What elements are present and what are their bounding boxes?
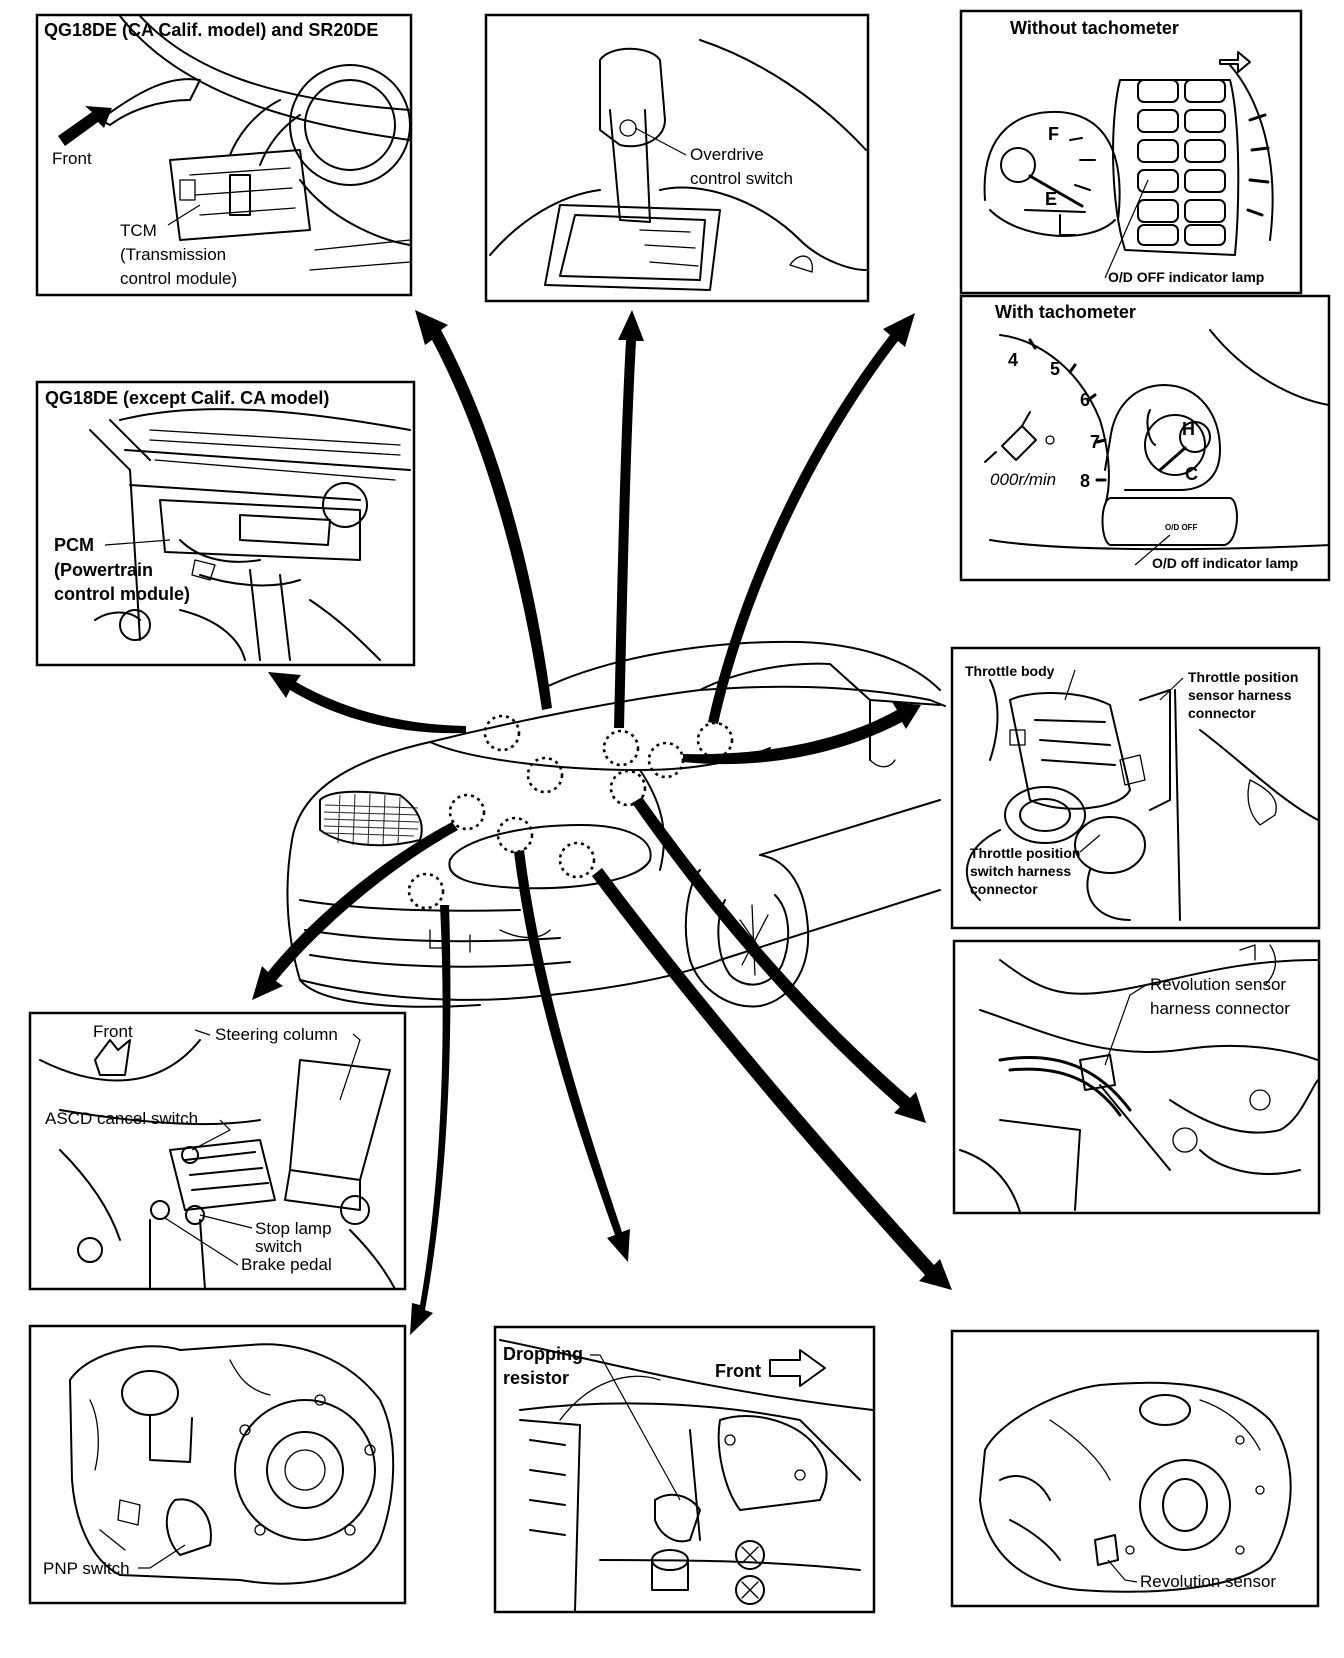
tps-connector-label: Throttle position (1188, 669, 1298, 685)
pcm-panel-title: QG18DE (except Calif. CA model) (45, 388, 329, 408)
dropping-resistor-label: Dropping (503, 1344, 583, 1364)
panel-resistor: Dropping resistor Front (493, 1325, 876, 1614)
tacho-tick-4: 4 (1008, 350, 1018, 370)
temp-c-mark: C (1185, 464, 1198, 484)
rev-connector-label: Revolution sensor (1150, 975, 1286, 994)
od-off-lamp-label-tacho: O/D off indicator lamp (1152, 555, 1298, 571)
dropping-resistor-label-2: resistor (503, 1368, 569, 1388)
pcm-label: PCM (54, 535, 94, 555)
od-off-lamp-label: O/D OFF indicator lamp (1108, 269, 1264, 285)
tpsw-connector-label-3: connector (970, 881, 1038, 897)
meter-no-tacho-title: Without tachometer (1010, 18, 1179, 38)
panel-rev-sensor: Revolution sensor (950, 1329, 1320, 1608)
pcm-label-3: control module) (54, 584, 190, 604)
resistor-front-label: Front (715, 1361, 761, 1381)
tcm-label-2: (Transmission (120, 245, 226, 264)
od-switch-label-2: control switch (690, 169, 793, 188)
panel-meter-tacho: With tachometer 4 5 6 7 8 000r/min H C O… (959, 294, 1331, 582)
panel-tcm: QG18DE (CA Calif. model) and SR20DE Fron… (35, 13, 413, 297)
tacho-unit-label: 000r/min (990, 470, 1056, 489)
panel-throttle: Throttle body Throttle position sensor h… (950, 646, 1321, 930)
od-switch-label: Overdrive (690, 145, 764, 164)
tacho-tick-7: 7 (1090, 432, 1100, 452)
tcm-panel-title: QG18DE (CA Calif. model) and SR20DE (44, 20, 378, 40)
brake-pedal-label: Brake pedal (241, 1255, 332, 1274)
tpsw-connector-label-2: switch harness (970, 863, 1071, 879)
tcm-label: TCM (120, 221, 157, 240)
od-off-lamp-icon: O/D OFF (1165, 523, 1198, 532)
panel-pcm: QG18DE (except Calif. CA model) PCM (Pow… (35, 380, 416, 667)
tps-connector-label-2: sensor harness (1188, 687, 1292, 703)
ascd-front-label: Front (93, 1022, 133, 1041)
fuel-e-mark: E (1045, 189, 1057, 209)
stop-lamp-switch-label-2: switch (255, 1237, 302, 1256)
panel-rev-connector: Revolution sensor harness connector (952, 939, 1321, 1215)
stop-lamp-switch-label: Stop lamp (255, 1219, 332, 1238)
steering-column-label: Steering column (215, 1025, 338, 1044)
locator-circles (407, 714, 734, 910)
panel-meter-no-tacho: Without tachometer F E O/D OFF indicator… (959, 9, 1303, 295)
pnp-switch-label: PNP switch (43, 1559, 130, 1578)
tacho-tick-8: 8 (1080, 471, 1090, 491)
temp-h-mark: H (1182, 419, 1195, 439)
meter-tacho-title: With tachometer (995, 302, 1136, 322)
panel-pnp: PNP switch (28, 1324, 407, 1605)
tacho-tick-5: 5 (1050, 359, 1060, 379)
tpsw-connector-label: Throttle position (970, 845, 1080, 861)
tacho-tick-6: 6 (1080, 390, 1090, 410)
pointer-arrows (252, 310, 952, 1335)
tcm-label-3: control module) (120, 269, 237, 288)
tps-connector-label-3: connector (1188, 705, 1256, 721)
pcm-label-2: (Powertrain (54, 560, 153, 580)
ascd-cancel-switch-label: ASCD cancel switch (45, 1109, 198, 1128)
tcm-front-label: Front (52, 149, 92, 168)
fuel-f-mark: F (1048, 124, 1059, 144)
rev-connector-label-2: harness connector (1150, 999, 1290, 1018)
panel-ascd: Front Steering column ASCD cancel switch… (28, 1011, 407, 1291)
revolution-sensor-label: Revolution sensor (1140, 1572, 1276, 1591)
throttle-body-label: Throttle body (965, 663, 1055, 679)
panel-od-switch: Overdrive control switch (484, 13, 870, 303)
